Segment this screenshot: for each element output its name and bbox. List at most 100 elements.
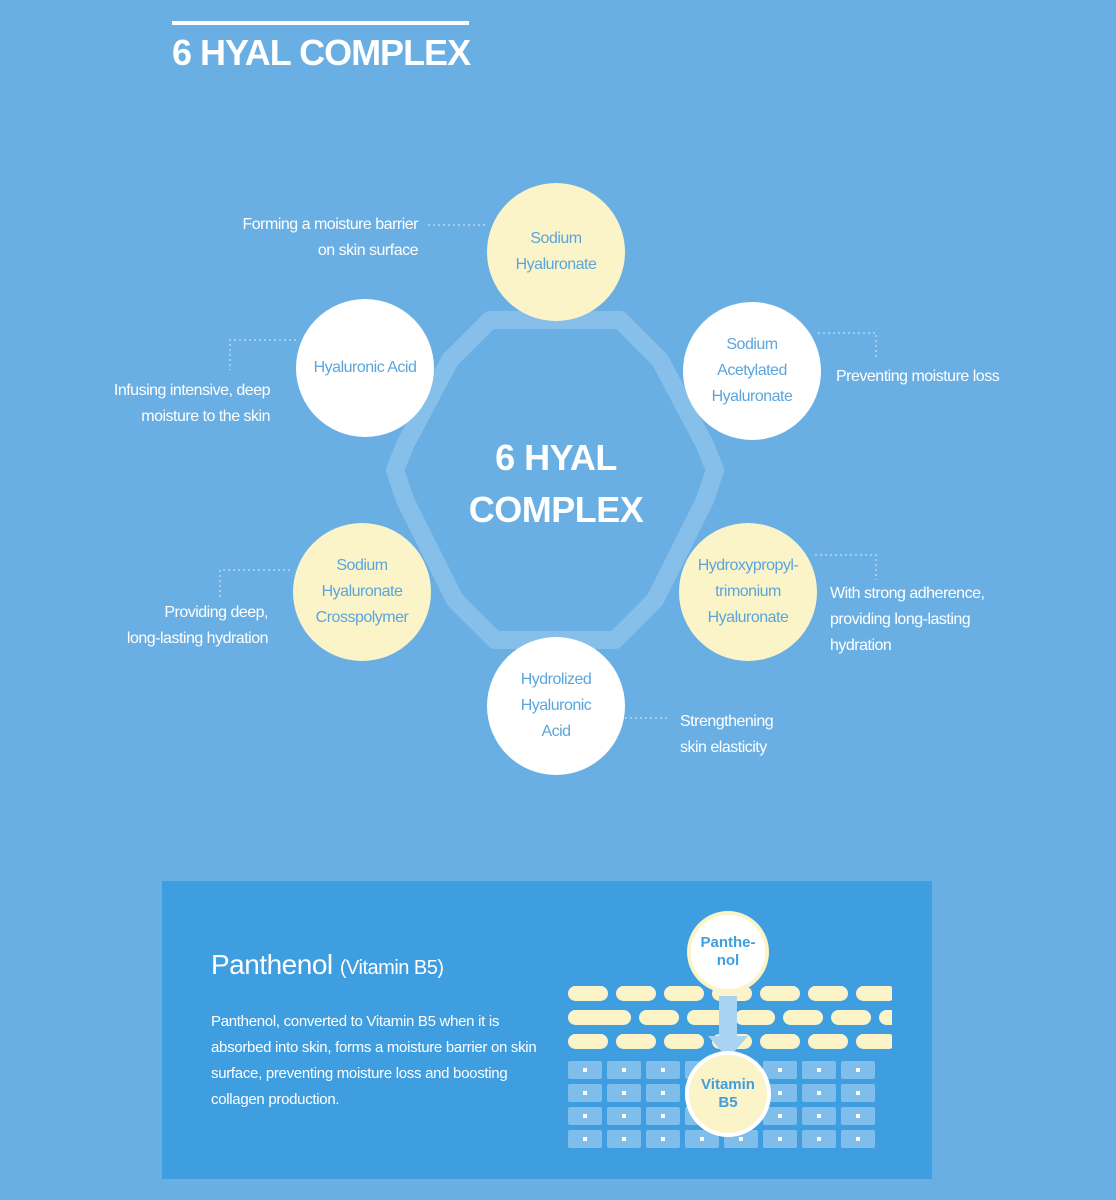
ingredient-description-line: Strengthening bbox=[680, 713, 774, 730]
ingredient-description: Infusing intensive, deep moisture to the … bbox=[60, 378, 271, 430]
skin-grid-dot bbox=[583, 1068, 587, 1072]
panthenol-bubble-line-1: Panthe- bbox=[700, 934, 756, 951]
skin-grid-dot bbox=[778, 1114, 782, 1118]
panthenol-title-main: Panthenol bbox=[211, 949, 333, 980]
ingredient-description-line: With strong adherence, bbox=[830, 585, 985, 602]
ingredient-name-line: Sodium bbox=[336, 557, 388, 574]
ingredient-name-line: trimonium bbox=[715, 583, 781, 600]
ingredient-description: Strengthening skin elasticity bbox=[680, 709, 880, 761]
skin-grid-dot bbox=[778, 1137, 782, 1141]
ingredient-description-line: skin elasticity bbox=[680, 739, 767, 756]
gear-outline bbox=[386, 311, 724, 649]
ingredient-name-line: Hyaluronate bbox=[321, 583, 403, 600]
skin-grid-dot bbox=[661, 1091, 665, 1095]
ingredient-name-line: Sodium bbox=[726, 336, 778, 353]
skin-grid-dot bbox=[739, 1137, 743, 1141]
skin-barrier-cell bbox=[616, 1034, 656, 1049]
skin-barrier-cell bbox=[735, 1010, 775, 1025]
ingredient-description: Forming a moisture barrier on skin surfac… bbox=[190, 212, 419, 264]
skin-barrier-cell bbox=[760, 1034, 800, 1049]
skin-barrier-cell bbox=[808, 1034, 848, 1049]
skin-barrier-cell bbox=[879, 1010, 892, 1025]
skin-barrier-cell bbox=[568, 1034, 608, 1049]
skin-grid-dot bbox=[583, 1091, 587, 1095]
skin-grid-dot bbox=[622, 1091, 626, 1095]
skin-grid-dot bbox=[622, 1114, 626, 1118]
skin-barrier-cell bbox=[568, 986, 608, 1001]
ingredient-description-line: Infusing intensive, deep bbox=[113, 382, 271, 399]
skin-grid-dot bbox=[700, 1137, 704, 1141]
ingredient-description-line: Providing deep, bbox=[164, 604, 268, 621]
skin-grid-dot bbox=[583, 1137, 587, 1141]
skin-grid-dot bbox=[856, 1137, 860, 1141]
skin-barrier-cell bbox=[687, 1010, 727, 1025]
ingredient-description: Providing deep, long-lasting hydration bbox=[60, 600, 269, 652]
ingredient-description-line: on skin surface bbox=[317, 242, 419, 259]
arrow-shaft bbox=[719, 996, 737, 1038]
ingredient-description-line: hydration bbox=[830, 637, 892, 654]
ingredient-description-line: Preventing moisture loss bbox=[836, 368, 1000, 385]
ingredient-description: With strong adherence, providing long-las… bbox=[830, 581, 1050, 659]
skin-grid-dot bbox=[778, 1091, 782, 1095]
skin-grid-dot bbox=[622, 1068, 626, 1072]
vitamin-b5-bubble-line-1: Vitamin bbox=[701, 1076, 755, 1093]
panthenol-title-sub: (Vitamin B5) bbox=[339, 957, 444, 979]
connector-acetylated bbox=[818, 332, 877, 360]
diagram-lines bbox=[219, 224, 877, 719]
skin-grid-dot bbox=[661, 1068, 665, 1072]
panthenol-panel: Panthenol (Vitamin B5) Panthenol, conver… bbox=[162, 881, 932, 1179]
skin-barrier-cell bbox=[856, 986, 892, 1001]
ingredient-name-line: Crosspolymer bbox=[315, 609, 409, 626]
ingredient-name-line: Hyaluronate bbox=[711, 388, 793, 405]
ingredient-name-line: Sodium bbox=[530, 230, 582, 247]
connector-hydroxypropyl bbox=[815, 554, 877, 580]
title-rule bbox=[172, 21, 469, 25]
skin-layer-illustration: Panthe- nol Vitamin B5 bbox=[562, 911, 892, 1161]
skin-grid-dot bbox=[817, 1137, 821, 1141]
skin-barrier-cell bbox=[616, 986, 656, 1001]
ingredient-name-line: Acid bbox=[541, 723, 571, 740]
vitamin-b5-bubble: Vitamin B5 bbox=[685, 1051, 771, 1137]
ingredient-circle: Hyaluronic Acid bbox=[296, 299, 434, 437]
center-line-1: 6 HYAL bbox=[495, 437, 617, 478]
diagram-center-title: 6 HYAL COMPLEX bbox=[436, 432, 676, 536]
skin-barrier-cell bbox=[591, 1010, 631, 1025]
skin-barrier-cell bbox=[783, 1010, 823, 1025]
ingredient-name: Hyaluronic Acid bbox=[314, 355, 417, 381]
panthenol-bubble: Panthe- nol bbox=[687, 911, 769, 993]
skin-grid-dot bbox=[661, 1137, 665, 1141]
ingredient-name-line: Hyaluronate bbox=[707, 609, 789, 626]
connector-crosspolymer bbox=[219, 569, 290, 600]
page-title: 6 HYAL COMPLEX bbox=[172, 32, 471, 73]
skin-layers bbox=[568, 986, 892, 1148]
ingredient-name-line: Acetylated bbox=[717, 362, 787, 379]
ingredient-name-line: Hyaluronic bbox=[520, 697, 592, 714]
panthenol-title: Panthenol (Vitamin B5) bbox=[211, 949, 444, 981]
ingredient-description-line: long-lasting hydration bbox=[126, 630, 269, 647]
skin-barrier-cell bbox=[760, 986, 800, 1001]
skin-barrier-cell bbox=[664, 1034, 704, 1049]
ingredient-name-line: Hydroxypropyl- bbox=[697, 557, 799, 574]
ingredient-description-line: providing long-lasting bbox=[830, 611, 971, 628]
vitamin-b5-bubble-line-2: B5 bbox=[718, 1094, 738, 1111]
skin-grid-dot bbox=[583, 1114, 587, 1118]
skin-grid-dot bbox=[856, 1114, 860, 1118]
panthenol-description: Panthenol, converted to Vitamin B5 when … bbox=[211, 1013, 537, 1108]
ingredient-name-line: Hyaluronic Acid bbox=[313, 359, 417, 376]
ingredient-description: Preventing moisture loss bbox=[836, 364, 1056, 390]
ingredient-description-line: moisture to the skin bbox=[141, 408, 270, 425]
skin-barrier-cell bbox=[664, 986, 704, 1001]
skin-grid-dot bbox=[661, 1114, 665, 1118]
ingredient-description-line: Forming a moisture barrier bbox=[242, 216, 419, 233]
